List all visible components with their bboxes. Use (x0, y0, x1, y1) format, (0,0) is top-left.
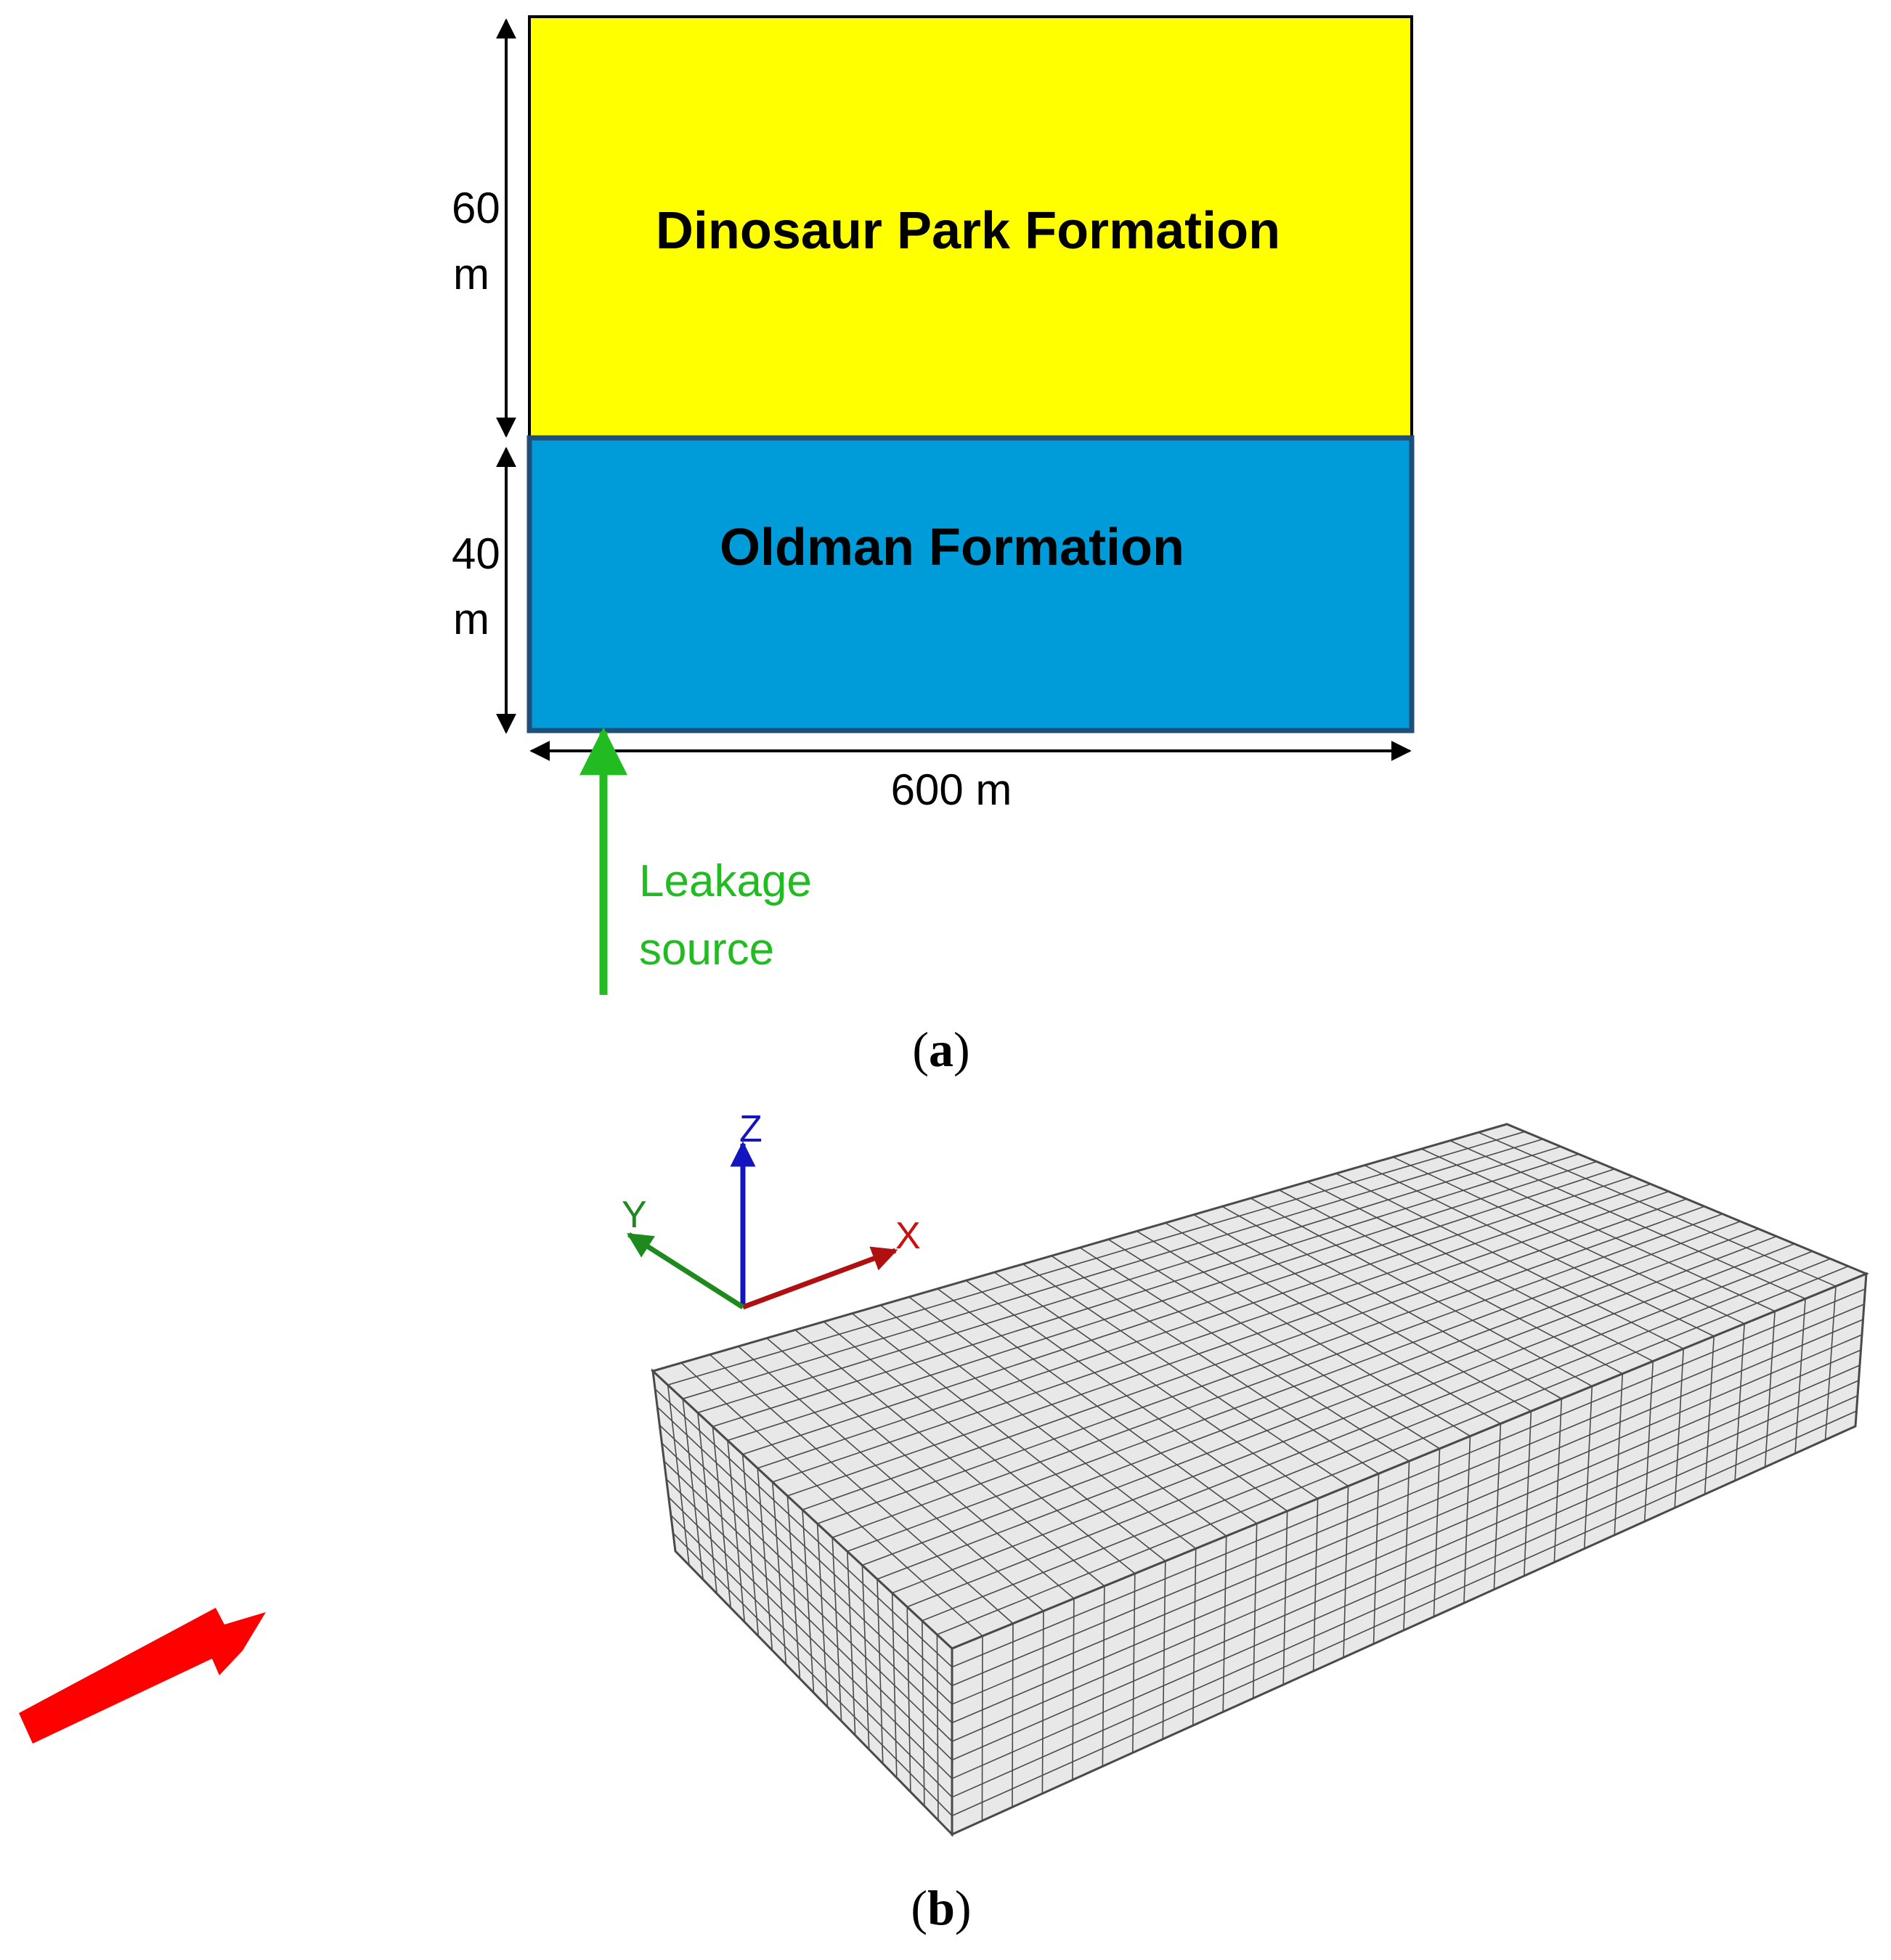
mesh-line (847, 1221, 1741, 1553)
oldman-label: Oldman Formation (720, 519, 1184, 577)
mesh-line (742, 1168, 1615, 1455)
mesh-line (712, 1153, 1579, 1428)
mesh-line (727, 1160, 1597, 1441)
mesh-line (668, 1497, 953, 1779)
y-axis (627, 1232, 744, 1309)
mesh-line (672, 1532, 953, 1816)
mesh-line (757, 1176, 1633, 1469)
mesh-line (951, 1395, 1858, 1798)
caption-b-close: ) (955, 1880, 972, 1935)
dinosaur-park-layer (528, 15, 1413, 439)
caption-a: (a) (912, 1022, 969, 1077)
mesh-line (659, 1424, 953, 1705)
mesh-line (862, 1228, 1759, 1566)
mesh-line (951, 1319, 1863, 1705)
lower-thickness-unit: m (453, 595, 489, 643)
mesh-line (922, 1258, 1831, 1622)
caption-b-open: ( (911, 1880, 927, 1935)
mesh-line (661, 1442, 953, 1723)
mesh-line (951, 1288, 1866, 1668)
mesh-line (951, 1380, 1859, 1779)
width-label: 600 m (891, 765, 1012, 814)
mesh-line (951, 1365, 1860, 1761)
caption-b-letter: b (927, 1880, 955, 1935)
panel-b: Z X Y (b) (19, 1108, 1869, 1935)
mesh-line (877, 1235, 1777, 1580)
mesh-line (663, 1460, 953, 1742)
mesh-line (892, 1243, 1795, 1594)
mesh-line (951, 1349, 1861, 1742)
mesh-line (937, 1265, 1849, 1635)
mesh-line (817, 1205, 1705, 1524)
mesh-line (906, 1251, 1813, 1608)
upper-thickness-value: 60 (452, 184, 500, 232)
direction-arrow (19, 1608, 266, 1744)
upper-thickness-unit: m (453, 250, 489, 298)
lower-thickness-value: 40 (452, 529, 500, 578)
caption-b: (b) (911, 1880, 971, 1935)
y-axis-label: Y (622, 1194, 647, 1236)
oldman-layer (526, 435, 1415, 733)
dinosaur-park-label: Dinosaur Park Formation (656, 202, 1280, 260)
mesh-line (682, 1138, 1543, 1399)
z-axis-label: Z (739, 1108, 762, 1150)
mesh-line (951, 1334, 1863, 1724)
caption-a-letter: a (929, 1022, 953, 1077)
mesh-line (670, 1514, 953, 1798)
x-axis-label: X (895, 1215, 921, 1257)
caption-a-close: ) (953, 1022, 970, 1077)
leakage-label-line2: source (639, 924, 774, 975)
mesh-line (666, 1479, 953, 1761)
x-axis (741, 1246, 898, 1310)
mesh-line (802, 1198, 1687, 1510)
mesh-line (697, 1146, 1561, 1414)
mesh-line (951, 1304, 1865, 1686)
mesh-line (654, 1388, 953, 1668)
mesh-line (951, 1410, 1857, 1817)
mesh-line (667, 1131, 1525, 1386)
panel-a: Dinosaur Park Formation Oldman Formation… (452, 15, 1415, 1077)
grid-block (651, 1123, 1869, 1837)
mesh-line (787, 1190, 1670, 1497)
leakage-label-line1: Leakage (639, 856, 812, 906)
mesh-line (772, 1183, 1651, 1483)
orientation-axes: Z X Y (622, 1108, 921, 1310)
mesh-line (831, 1213, 1723, 1538)
caption-a-open: ( (912, 1022, 929, 1077)
mesh-line (656, 1407, 953, 1686)
